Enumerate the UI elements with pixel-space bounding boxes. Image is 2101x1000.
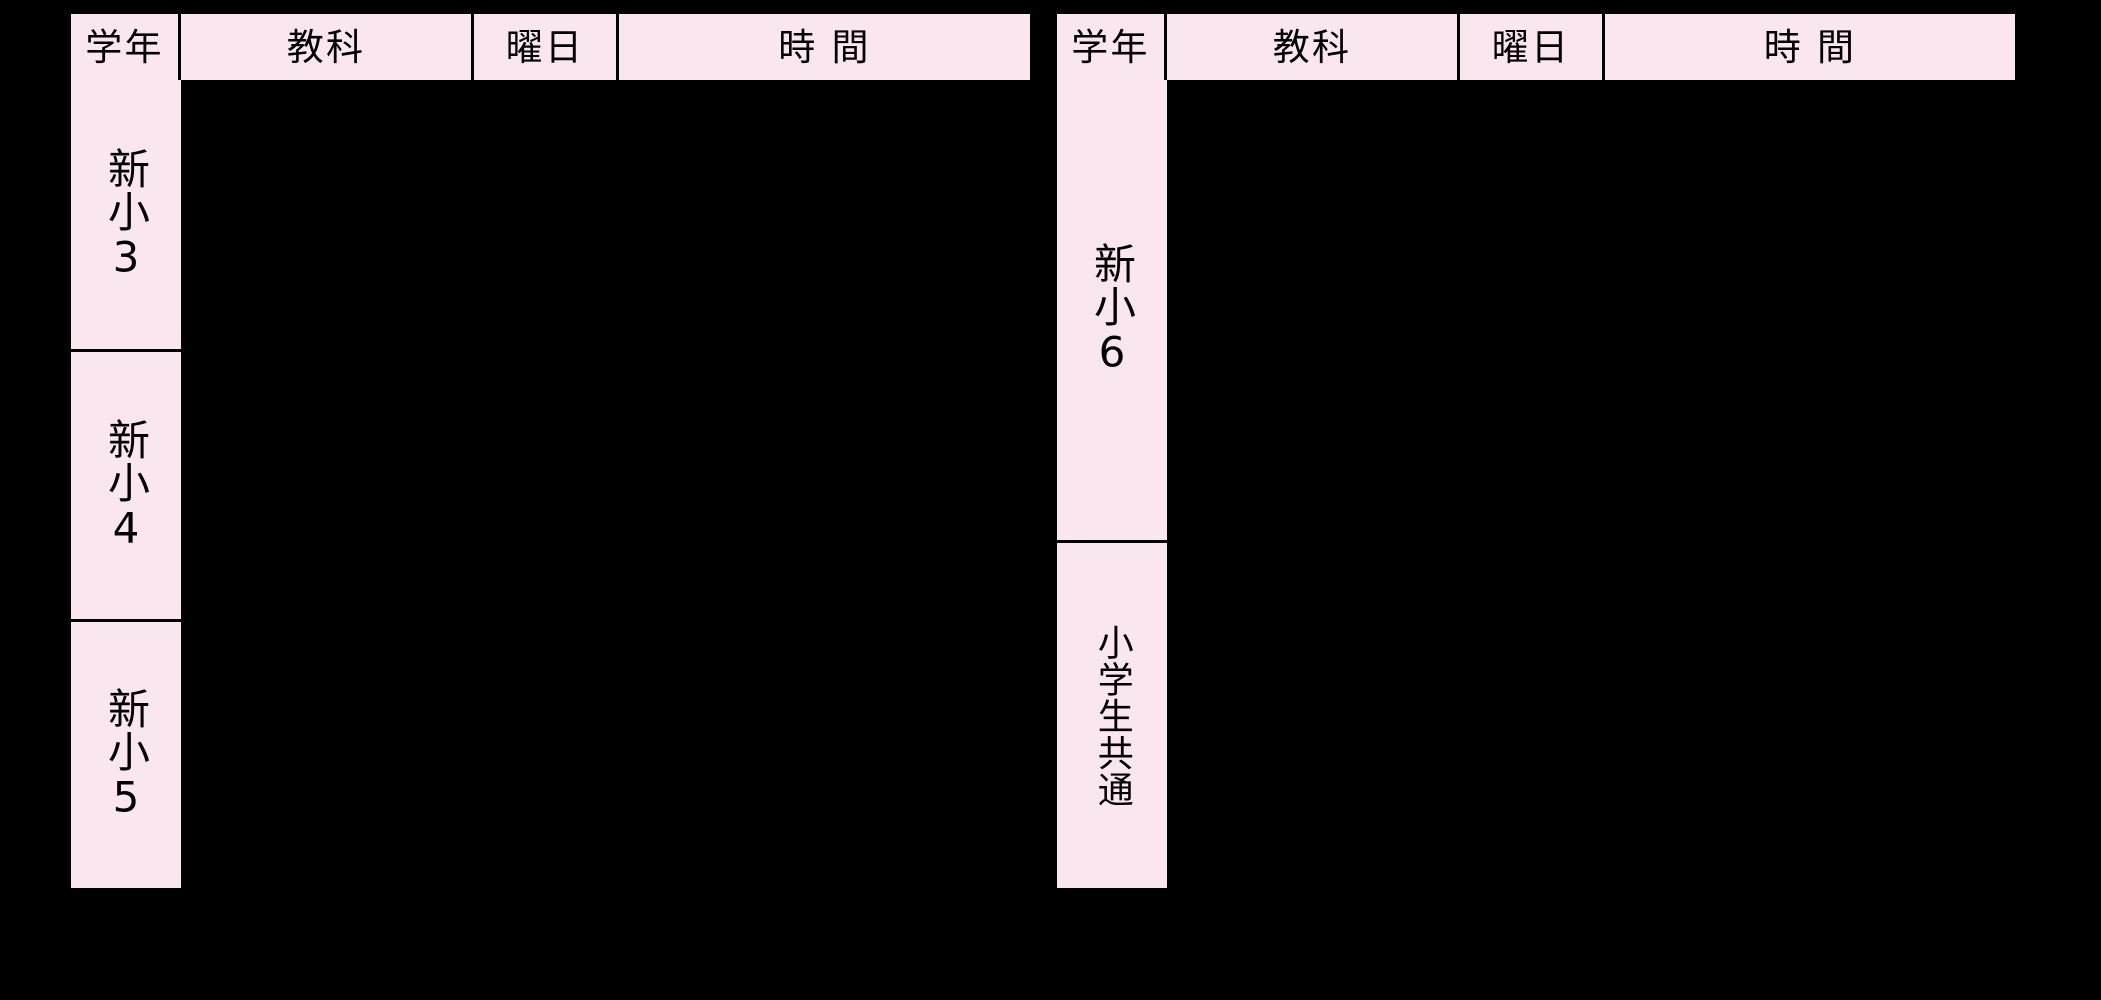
- right-cell-weekday-1: [1460, 543, 1605, 888]
- right-grade-column: 新小6 小学生共通: [1057, 80, 1167, 888]
- right-schedule-table: 学年 教科 曜日 時 間 新小6 小学生共通: [1057, 0, 2015, 1000]
- right-header-time: 時 間: [1605, 14, 2015, 80]
- left-grade-label-2: 新小5: [101, 687, 151, 823]
- left-table-body: [181, 80, 1030, 888]
- table-row: [181, 352, 1030, 622]
- left-header-grade: 学年: [71, 14, 181, 80]
- left-cell-weekday-0: [474, 80, 619, 352]
- right-table-header-row: 学年 教科 曜日 時 間: [1057, 14, 2015, 80]
- left-cell-subject-1: [181, 352, 474, 622]
- left-cell-subject-2: [181, 622, 474, 888]
- right-cell-subject-1: [1167, 543, 1460, 888]
- right-grade-cell-1: 小学生共通: [1057, 543, 1167, 888]
- right-cell-time-1: [1605, 543, 2015, 888]
- left-grade-cell-2: 新小5: [71, 622, 181, 888]
- right-cell-time-0: [1605, 80, 2015, 543]
- left-grade-label-1: 新小4: [101, 417, 151, 554]
- right-table-body: [1167, 80, 2015, 888]
- left-header-subject: 教科: [181, 14, 474, 80]
- table-row: [1167, 543, 2015, 888]
- left-grade-cell-0: 新小3: [71, 80, 181, 352]
- left-table-header-row: 学年 教科 曜日 時 間: [71, 14, 1030, 80]
- table-row: [181, 622, 1030, 888]
- right-cell-weekday-0: [1460, 80, 1605, 543]
- left-grade-column: 新小3 新小4 新小5: [71, 80, 181, 888]
- left-header-time: 時 間: [619, 14, 1030, 80]
- left-cell-time-0: [619, 80, 1030, 352]
- left-header-weekday: 曜日: [474, 14, 619, 80]
- left-cell-weekday-2: [474, 622, 619, 888]
- left-schedule-table: 学年 教科 曜日 時 間 新小3 新小4 新小5: [71, 0, 1030, 1000]
- left-cell-subject-0: [181, 80, 474, 352]
- right-header-grade: 学年: [1057, 14, 1167, 80]
- right-grade-cell-0: 新小6: [1057, 80, 1167, 543]
- left-cell-weekday-1: [474, 352, 619, 622]
- left-cell-time-1: [619, 352, 1030, 622]
- right-header-weekday: 曜日: [1460, 14, 1605, 80]
- table-row: [1167, 80, 2015, 543]
- right-cell-subject-0: [1167, 80, 1460, 543]
- left-cell-time-2: [619, 622, 1030, 888]
- table-row: [181, 80, 1030, 352]
- left-grade-cell-1: 新小4: [71, 352, 181, 622]
- left-grade-label-0: 新小3: [101, 146, 151, 283]
- right-grade-label-1: 小学生共通: [1091, 623, 1133, 808]
- right-grade-label-0: 新小6: [1087, 242, 1137, 378]
- right-header-subject: 教科: [1167, 14, 1460, 80]
